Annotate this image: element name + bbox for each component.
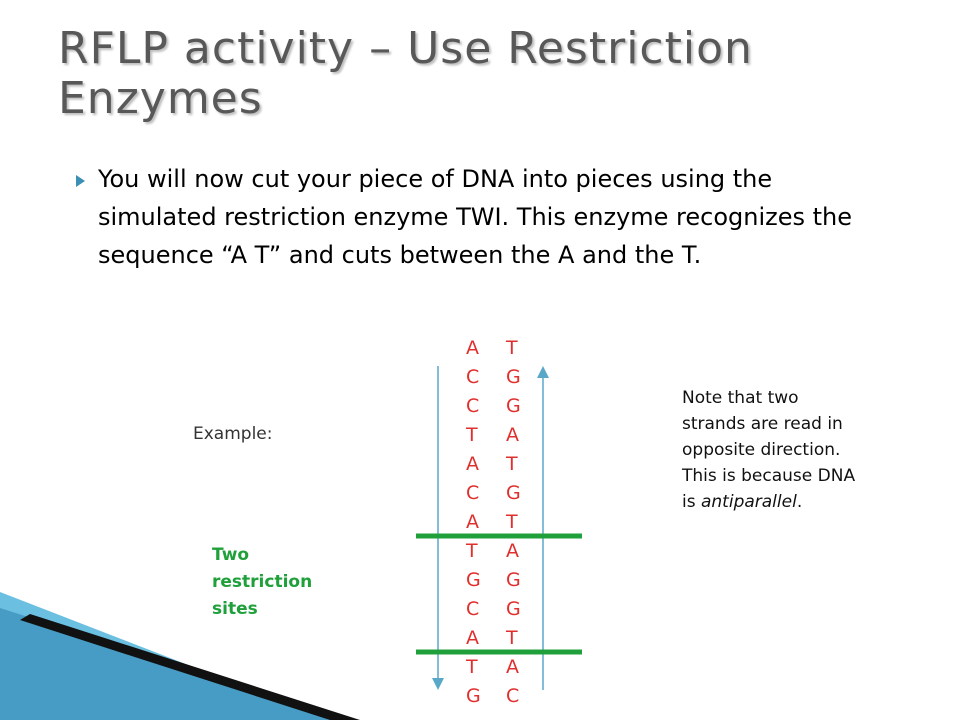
antiparallel-note: Note that two strands are read in opposi… <box>682 385 857 515</box>
base-right: G <box>506 569 521 591</box>
restriction-sites-label: Two restriction sites <box>212 545 313 619</box>
base-left: A <box>466 511 479 533</box>
base-right: C <box>506 685 520 707</box>
bullet-text: You will now cut your piece of DNA into … <box>98 165 853 269</box>
base-right: A <box>506 540 519 562</box>
note-emphasis: antiparallel <box>700 492 797 512</box>
base-right: G <box>506 395 521 417</box>
note-text: Note that two strands are read in opposi… <box>682 388 856 512</box>
base-right: G <box>506 366 521 388</box>
base-right: T <box>506 627 518 649</box>
base-left: T <box>466 656 478 678</box>
base-left: A <box>466 453 479 475</box>
arrow-down-icon <box>432 678 444 690</box>
base-right: T <box>506 511 518 533</box>
base-right: A <box>506 424 519 446</box>
base-left: A <box>466 627 479 649</box>
base-right: A <box>506 656 519 678</box>
base-left: T <box>466 540 478 562</box>
example-label: Example: <box>193 424 273 444</box>
base-left: C <box>466 395 480 417</box>
base-left: C <box>466 366 480 388</box>
base-right: G <box>506 482 521 504</box>
triangle-bullet-icon <box>76 175 85 187</box>
base-right: T <box>506 453 518 475</box>
base-left: C <box>466 482 480 504</box>
decor-dark-wedge <box>20 614 360 720</box>
base-left: G <box>466 685 481 707</box>
base-left: C <box>466 598 480 620</box>
base-right: G <box>506 598 521 620</box>
note-end: . <box>796 492 803 512</box>
base-left: A <box>466 337 479 359</box>
slide-title: RFLP activity – Use Restriction Enzymes <box>58 23 753 124</box>
base-left: G <box>466 569 481 591</box>
base-left: T <box>466 424 478 446</box>
arrow-up-icon <box>537 366 549 378</box>
base-right: T <box>506 337 518 359</box>
